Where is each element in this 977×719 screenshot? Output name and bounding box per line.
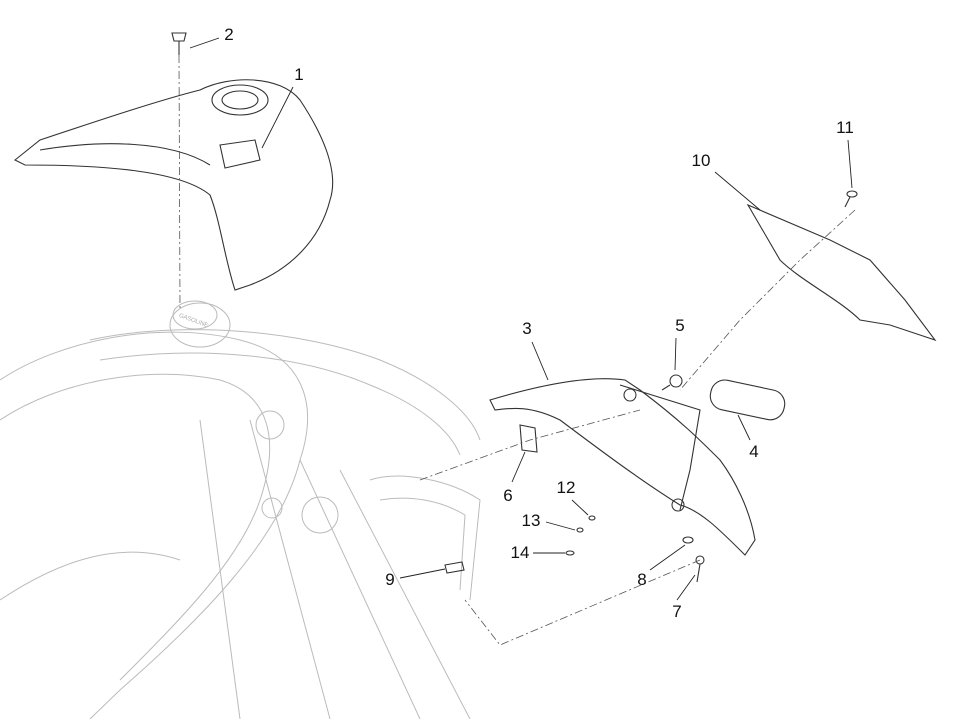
part-7-screw xyxy=(695,555,705,583)
part-5-screw xyxy=(661,374,683,391)
part-1-cover xyxy=(13,79,334,291)
callout-10: 10 xyxy=(691,151,711,170)
assembly-lines xyxy=(178,54,856,646)
part-10-plate xyxy=(746,203,937,342)
callout-14: 14 xyxy=(510,543,530,562)
callout-11: 11 xyxy=(836,118,854,137)
callout-13: 13 xyxy=(521,511,541,530)
callout-9: 9 xyxy=(385,570,395,589)
callout-8: 8 xyxy=(637,570,647,589)
part-4-reflector xyxy=(709,379,786,421)
callout-2: 2 xyxy=(224,25,234,44)
scooter-frame xyxy=(0,300,481,719)
part-2-screw xyxy=(171,32,187,55)
callout-6: 6 xyxy=(503,486,513,505)
part-8-washer xyxy=(682,536,694,544)
part-9-clip xyxy=(444,561,465,574)
part-3-bracket xyxy=(489,378,756,556)
part-6-clip xyxy=(519,424,538,453)
callout-1: 1 xyxy=(294,65,304,84)
part-13-washer xyxy=(576,527,584,533)
part-14-pin xyxy=(565,550,575,556)
part-12-nut xyxy=(588,515,596,521)
callout-7: 7 xyxy=(672,602,682,621)
part-11-screw xyxy=(844,190,858,208)
leader-lines xyxy=(189,37,853,601)
callout-4: 4 xyxy=(749,442,759,461)
callout-12: 12 xyxy=(556,478,576,497)
callout-3: 3 xyxy=(522,319,532,338)
callout-5: 5 xyxy=(675,316,685,335)
